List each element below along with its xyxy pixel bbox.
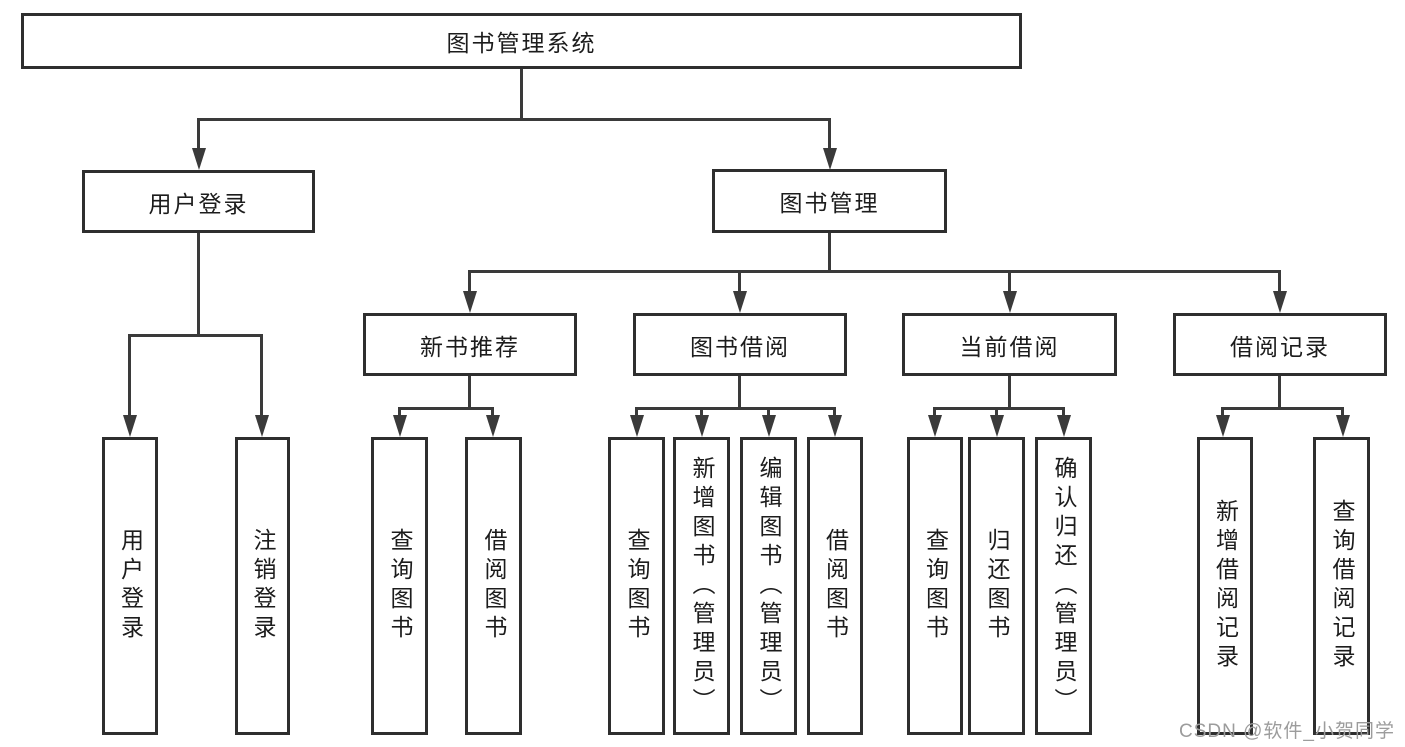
connector-line (828, 233, 831, 272)
connector-line (491, 407, 494, 419)
connector-line (468, 270, 471, 294)
arrowhead-down-icon (990, 415, 1004, 437)
node-library-management-system: 图书管理系统 (21, 13, 1022, 69)
connector-line (520, 69, 523, 120)
connector-line (700, 407, 703, 419)
node-user-login: 用户登录 (82, 170, 315, 233)
connector-line (1278, 376, 1281, 409)
connector-line (197, 118, 831, 121)
connector-line (398, 407, 401, 419)
node-book-management: 图书管理 (712, 169, 947, 233)
leaf-edit-books-admin: 编辑图书（管理员） (740, 437, 797, 735)
connector-line (260, 334, 263, 418)
arrowhead-down-icon (192, 148, 206, 170)
node-current-borrowing: 当前借阅 (902, 313, 1117, 376)
connector-line (1221, 407, 1344, 410)
connector-line (1062, 407, 1065, 419)
leaf-add-borrow-record: 新增借阅记录 (1197, 437, 1253, 735)
connector-line (1341, 407, 1344, 419)
connector-line (1008, 270, 1011, 294)
connector-line (995, 407, 998, 419)
arrowhead-down-icon (123, 415, 137, 437)
csdn-watermark: CSDN @软件_小贺同学 (1179, 721, 1395, 742)
connector-line (635, 407, 638, 419)
leaf-query-books-recommend: 查询图书 (371, 437, 428, 735)
connector-line (738, 376, 741, 409)
node-borrowing-records: 借阅记录 (1173, 313, 1387, 376)
arrowhead-down-icon (1273, 291, 1287, 313)
leaf-logout: 注销登录 (235, 437, 290, 735)
leaf-borrow-books-recommend: 借阅图书 (465, 437, 522, 735)
connector-line (933, 407, 1064, 410)
leaf-query-books-current: 查询图书 (907, 437, 963, 735)
node-book-borrowing: 图书借阅 (633, 313, 847, 376)
arrowhead-down-icon (255, 415, 269, 437)
arrowhead-down-icon (733, 291, 747, 313)
arrowhead-down-icon (828, 415, 842, 437)
leaf-add-books-admin: 新增图书（管理员） (673, 437, 730, 735)
arrowhead-down-icon (695, 415, 709, 437)
arrowhead-down-icon (630, 415, 644, 437)
connector-line (468, 376, 471, 409)
connector-line (398, 407, 494, 410)
connector-line (128, 334, 262, 337)
leaf-borrow-books: 借阅图书 (807, 437, 863, 735)
connector-line (197, 233, 200, 336)
arrowhead-down-icon (928, 415, 942, 437)
connector-line (468, 270, 1281, 273)
arrowhead-down-icon (1003, 291, 1017, 313)
connector-line (828, 118, 831, 152)
arrowhead-down-icon (762, 415, 776, 437)
node-new-book-recommend: 新书推荐 (363, 313, 577, 376)
connector-line (933, 407, 936, 419)
arrowhead-down-icon (823, 148, 837, 170)
connector-line (767, 407, 770, 419)
arrowhead-down-icon (1336, 415, 1350, 437)
arrowhead-down-icon (1057, 415, 1071, 437)
arrowhead-down-icon (393, 415, 407, 437)
connector-line (197, 118, 200, 152)
connector-line (1278, 270, 1281, 294)
connector-line (833, 407, 836, 419)
connector-line (635, 407, 836, 410)
arrowhead-down-icon (463, 291, 477, 313)
connector-line (128, 334, 131, 418)
leaf-confirm-return-admin: 确认归还（管理员） (1035, 437, 1092, 735)
leaf-user-login: 用户登录 (102, 437, 158, 735)
connector-line (1008, 376, 1011, 409)
leaf-query-books-borrow: 查询图书 (608, 437, 665, 735)
leaf-query-borrow-record: 查询借阅记录 (1313, 437, 1370, 735)
connector-line (738, 270, 741, 294)
leaf-return-books: 归还图书 (968, 437, 1025, 735)
connector-line (1221, 407, 1224, 419)
arrowhead-down-icon (1216, 415, 1230, 437)
arrowhead-down-icon (486, 415, 500, 437)
